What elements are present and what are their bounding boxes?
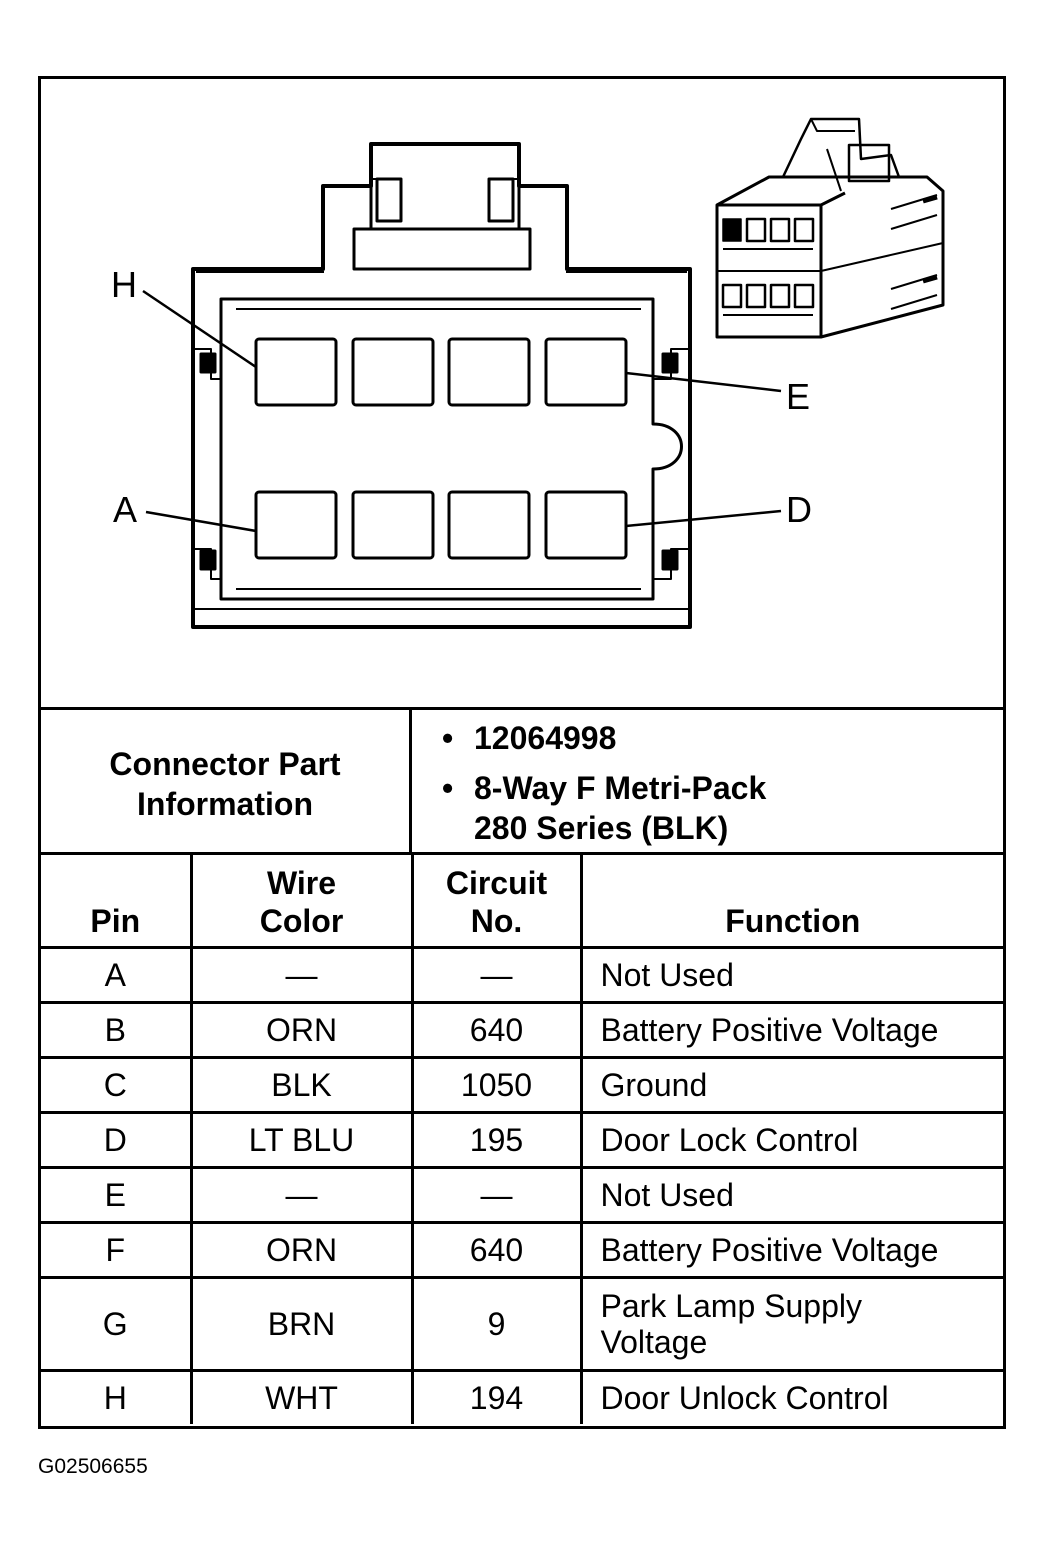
connector-part-info: Connector Part Information 12064998 8-Wa… — [41, 707, 1003, 855]
wire-color-header: Wire Color — [189, 855, 414, 949]
circuit-no-cell: 195 — [410, 1111, 583, 1169]
connector-isometric-view — [715, 117, 945, 339]
function-header: Function — [579, 855, 1003, 949]
circuit-no-header: Circuit No. — [410, 855, 583, 949]
function-cell: Not Used — [579, 946, 1003, 1004]
wire-color-cell: ORN — [189, 1001, 414, 1059]
leader-line-D — [625, 509, 782, 528]
table-row: E — — Not Used — [41, 1166, 1003, 1224]
function-cell: Not Used — [579, 1166, 1003, 1224]
pin-cell: G — [41, 1276, 193, 1372]
table-row: H WHT 194 Door Unlock Control — [41, 1369, 1003, 1424]
pin-cell: F — [41, 1221, 193, 1279]
table-row: D LT BLU 195 Door Lock Control — [41, 1111, 1003, 1169]
circuit-no-cell: 9 — [410, 1276, 583, 1372]
wire-color-cell: BLK — [189, 1056, 414, 1114]
pin-cavities — [254, 337, 628, 560]
leader-line-H — [142, 289, 257, 369]
pin-cell: B — [41, 1001, 193, 1059]
table-header-row: Pin Wire Color Circuit No. Function — [41, 855, 1003, 949]
cavity-F — [447, 337, 531, 407]
pin-cell: H — [41, 1369, 193, 1424]
function-cell: Door Lock Control — [579, 1111, 1003, 1169]
pin-label-H: H — [111, 264, 137, 305]
circuit-no-cell: 194 — [410, 1369, 583, 1424]
cavity-C — [447, 490, 531, 560]
function-cell: Battery Positive Voltage — [579, 1001, 1003, 1059]
function-cell: Battery Positive Voltage — [579, 1221, 1003, 1279]
circuit-no-cell: 640 — [410, 1221, 583, 1279]
wire-color-cell: ORN — [189, 1221, 414, 1279]
table-row: G BRN 9 Park Lamp Supply Voltage — [41, 1276, 1003, 1372]
wire-color-cell: WHT — [189, 1369, 414, 1424]
function-cell: Ground — [579, 1056, 1003, 1114]
connector-face-drawing — [142, 117, 945, 629]
latch-tab — [352, 227, 532, 271]
pin-label-D: D — [786, 489, 812, 530]
function-cell: Park Lamp Supply Voltage — [579, 1276, 1003, 1372]
connector-type: 8-Way F Metri-Pack 280 Series (BLK) — [442, 768, 1003, 848]
pin-cell: A — [41, 946, 193, 1004]
connector-info-details: 12064998 8-Way F Metri-Pack 280 Series (… — [412, 710, 1003, 852]
cavity-G — [351, 337, 435, 407]
pin-cell: D — [41, 1111, 193, 1169]
wire-color-cell: — — [189, 946, 414, 1004]
wire-color-cell: — — [189, 1166, 414, 1224]
connector-info-heading: Connector Part Information — [109, 746, 341, 822]
figure-code: G02506655 — [38, 1455, 148, 1478]
pin-cell: E — [41, 1166, 193, 1224]
function-cell: Door Unlock Control — [579, 1369, 1003, 1424]
table-row: B ORN 640 Battery Positive Voltage — [41, 1001, 1003, 1059]
wire-color-cell: LT BLU — [189, 1111, 414, 1169]
pin-table: Pin Wire Color Circuit No. Function A — … — [41, 855, 1003, 1424]
pin-label-A: A — [113, 489, 138, 530]
leader-line-A — [145, 510, 257, 533]
pin-label-E: E — [786, 376, 811, 417]
cavity-B — [351, 490, 435, 560]
cavity-E — [544, 337, 628, 407]
leader-line-E — [625, 371, 782, 393]
connector-diagram: H E A D — [41, 79, 1003, 707]
cavity-H — [254, 337, 338, 407]
part-number: 12064998 — [442, 718, 1003, 758]
circuit-no-cell: 640 — [410, 1001, 583, 1059]
circuit-no-cell: — — [410, 946, 583, 1004]
table-row: C BLK 1050 Ground — [41, 1056, 1003, 1114]
wire-color-cell: BRN — [189, 1276, 414, 1372]
pin-cell: C — [41, 1056, 193, 1114]
connector-sheet: H E A D Connector Part Information 12064… — [38, 76, 1006, 1429]
table-row: F ORN 640 Battery Positive Voltage — [41, 1221, 1003, 1279]
circuit-no-cell: — — [410, 1166, 583, 1224]
cavity-A — [254, 490, 338, 560]
connector-info-label-cell: Connector Part Information — [41, 710, 412, 852]
circuit-no-cell: 1050 — [410, 1056, 583, 1114]
pin-header: Pin — [41, 855, 193, 949]
cavity-D — [544, 490, 628, 560]
table-row: A — — Not Used — [41, 946, 1003, 1004]
